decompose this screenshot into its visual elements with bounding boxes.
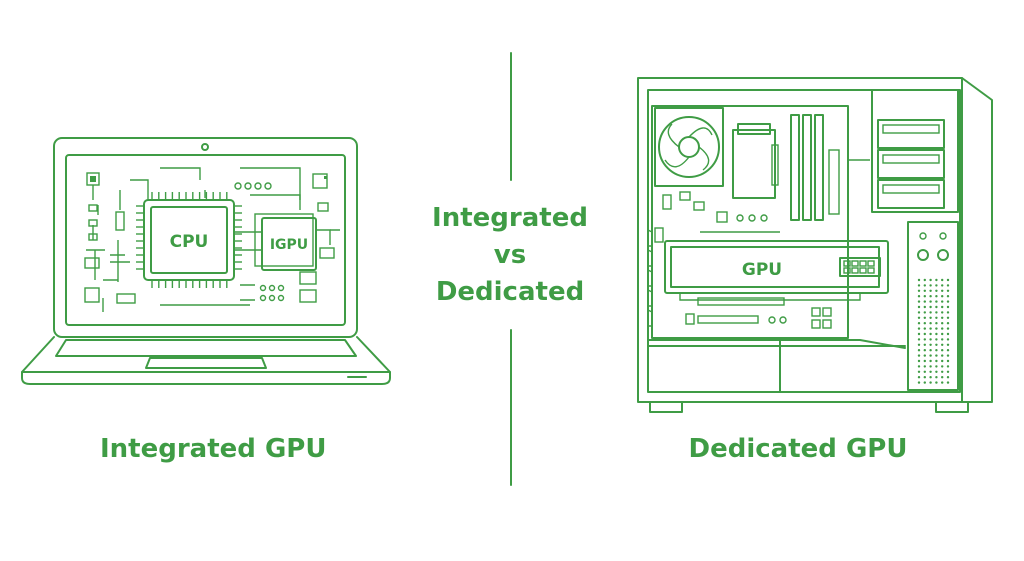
comparison-title: Integrated vs Dedicated — [420, 200, 600, 311]
psu-shroud — [647, 339, 906, 393]
keyboard-area — [55, 339, 357, 357]
desktop-tower-illustration: GPU — [637, 77, 993, 413]
rear-io — [647, 228, 653, 327]
motherboard — [651, 105, 870, 339]
power-button-icon — [917, 249, 929, 261]
igpu-label: IGPU — [270, 237, 308, 253]
gpu-power-connector — [839, 257, 881, 277]
integrated-gpu-caption: Integrated GPU — [100, 434, 327, 464]
gpu-label: GPU — [742, 260, 782, 280]
igpu-chip: IGPU — [234, 213, 317, 271]
dedicated-gpu-caption: Dedicated GPU — [688, 434, 908, 464]
title-dedicated: Dedicated — [435, 277, 585, 307]
circuit-board — [84, 167, 340, 312]
cpu-fan-icon — [658, 116, 720, 178]
cpu-chip: CPU — [136, 192, 242, 288]
drive-bays — [871, 89, 959, 213]
title-vs: vs — [493, 240, 527, 270]
gpu-card: GPU — [664, 240, 889, 301]
touchpad — [145, 357, 267, 369]
title-integrated: Integrated — [432, 203, 588, 233]
webcam-icon — [201, 143, 209, 151]
reset-button-icon — [937, 249, 949, 261]
cpu-label: CPU — [170, 232, 209, 252]
laptop-illustration: CPU IGPU — [21, 137, 391, 385]
front-panel — [907, 221, 959, 391]
